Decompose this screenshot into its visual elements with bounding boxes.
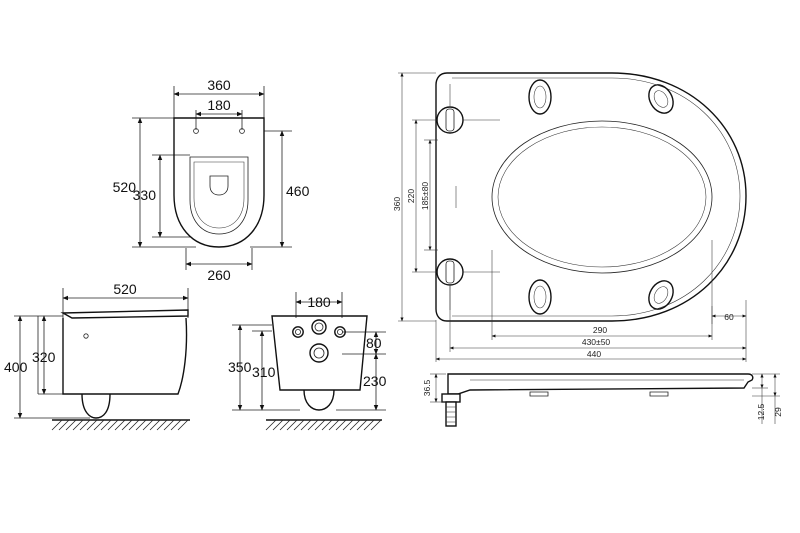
seat-opening-length: 290: [593, 325, 607, 335]
floor-hatch-line: [272, 419, 284, 431]
floor-hatch-line: [300, 419, 312, 431]
back-spacing: 180: [307, 294, 331, 310]
floor-hatch-line: [335, 419, 347, 431]
floor-hatch-line: [342, 419, 354, 431]
floor-hatch-line: [128, 419, 140, 431]
top-width-total: 360: [207, 77, 231, 93]
seat-side-thickness-total: 29: [773, 407, 783, 417]
floor-hatch-line: [356, 419, 368, 431]
floor-hatch-line: [177, 419, 189, 431]
floor-hatch-line: [370, 419, 382, 431]
floor-hatch-line: [79, 419, 91, 431]
floor-hatch-line: [279, 419, 291, 431]
side-height-rim: 320: [32, 349, 56, 365]
seat-side-thickness-seat: 12.5: [756, 403, 766, 420]
floor-hatch-line: [314, 419, 326, 431]
floor-hatch-line: [86, 419, 98, 431]
back-height-inlet: 310: [252, 364, 276, 380]
seat-side-view: 36.5 12.5 29: [422, 373, 783, 427]
seat-fixing-range: 430±50: [582, 337, 611, 347]
floor-hatch-line: [100, 419, 112, 431]
top-length-bowl: 330: [133, 187, 157, 203]
side-view: 520 400 320: [4, 281, 190, 431]
floor-hatch-line: [328, 419, 340, 431]
floor-hatch-line: [286, 419, 298, 431]
side-length: 520: [113, 281, 137, 297]
floor-hatch-line: [93, 419, 105, 431]
back-height-outlet: 230: [363, 373, 387, 389]
floor-hatch-line: [293, 419, 305, 431]
floor-hatch-line: [58, 419, 70, 431]
seat-plan-view: 360 220 185±80 60 290 430±50 440: [392, 72, 747, 362]
seat-rear-offset: 60: [724, 312, 734, 322]
floor-hatch-line: [170, 419, 182, 431]
top-length-right: 460: [286, 183, 310, 199]
floor-hatch-line: [114, 419, 126, 431]
seat-hinge-span: 220: [406, 189, 416, 203]
top-view: 360 180 260 520 330 460: [113, 77, 310, 283]
floor-hatch-line: [135, 419, 147, 431]
floor-hatch-line: [163, 419, 175, 431]
seat-width-total: 360: [392, 197, 402, 211]
seat-hinge-range: 185±80: [420, 182, 430, 211]
floor-hatch-line: [265, 419, 277, 431]
floor-hatch-line: [349, 419, 361, 431]
floor-hatch-line: [321, 419, 333, 431]
floor-hatch-line: [72, 419, 84, 431]
back-view: 180 350 310 80 230: [228, 292, 387, 431]
floor-hatch-line: [51, 419, 63, 431]
back-height-total: 350: [228, 359, 252, 375]
floor-hatch-line: [142, 419, 154, 431]
back-offset-top: 80: [366, 335, 382, 351]
floor-hatch-line: [307, 419, 319, 431]
top-width-inner: 180: [207, 97, 231, 113]
top-length-total: 520: [113, 179, 137, 195]
side-height-total: 400: [4, 359, 28, 375]
floor-hatch-line: [149, 419, 161, 431]
top-width-base: 260: [207, 267, 231, 283]
floor-hatch-line: [121, 419, 133, 431]
floor-hatch-line: [107, 419, 119, 431]
floor-hatch-line: [65, 419, 77, 431]
floor-hatch-line: [363, 419, 375, 431]
seat-length-total: 440: [587, 349, 601, 359]
seat-side-hinge-height: 36.5: [422, 379, 432, 396]
floor-hatch-line: [156, 419, 168, 431]
